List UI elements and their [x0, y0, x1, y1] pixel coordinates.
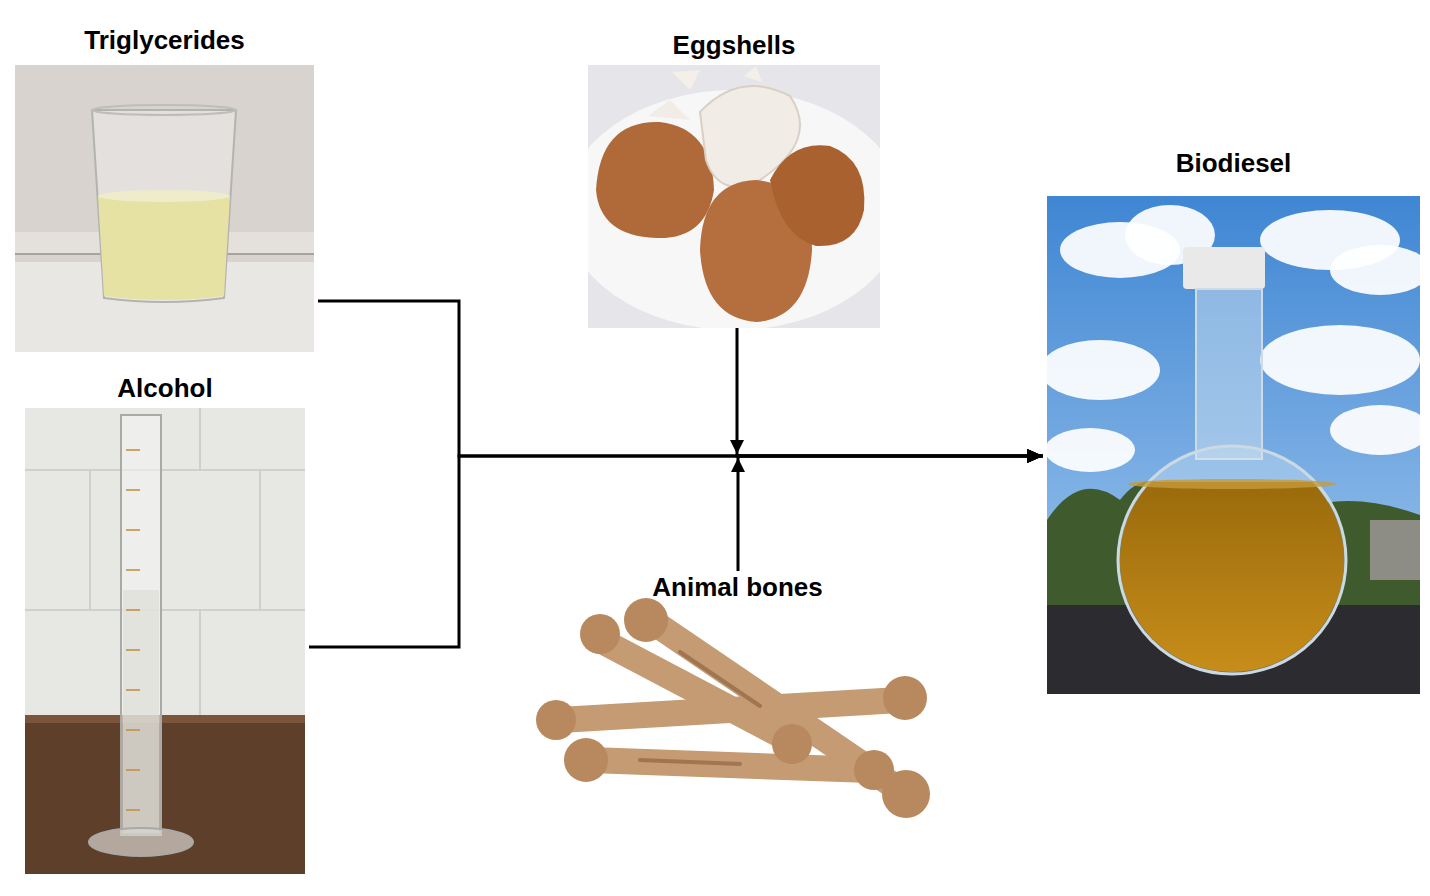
- photo-node: Triglycerides: [11, 24, 318, 352]
- node-heading: Biodiesel: [1043, 147, 1424, 179]
- node-heading: Animal bones: [531, 571, 944, 603]
- flow-connector-group: [309, 456, 1043, 647]
- photo-node: Animal bones: [531, 571, 944, 815]
- animal-bones-drawing: [536, 598, 930, 818]
- flow-arrow: [737, 328, 1043, 456]
- photo-frame: [531, 605, 944, 815]
- flow-arrow: [738, 456, 1043, 571]
- junction-arrowhead: [730, 440, 744, 454]
- junction-arrowhead: [731, 458, 745, 472]
- flow-arrow: [309, 456, 1043, 647]
- node-heading: Alcohol: [21, 372, 309, 404]
- flow-arrow: [318, 301, 1043, 456]
- alcohol-photo: [25, 408, 305, 874]
- node-heading: Eggshells: [584, 29, 884, 61]
- flow-connector-group: [318, 301, 1043, 456]
- flow-connector-group: [730, 328, 1043, 456]
- eggshells-photo: [588, 65, 880, 328]
- biodiesel-photo: [1047, 196, 1420, 694]
- node-heading: Triglycerides: [11, 24, 318, 56]
- photo-frame: [1043, 196, 1424, 694]
- photo-frame: [11, 65, 318, 352]
- photo-node: Biodiesel: [1043, 147, 1424, 694]
- photo-frame: [21, 408, 309, 874]
- triglycerides-photo: [15, 65, 314, 352]
- photo-frame: [584, 65, 884, 328]
- flow-connector-group: [731, 456, 1043, 571]
- photo-node: Alcohol: [21, 372, 309, 874]
- photo-node: Eggshells: [584, 29, 884, 328]
